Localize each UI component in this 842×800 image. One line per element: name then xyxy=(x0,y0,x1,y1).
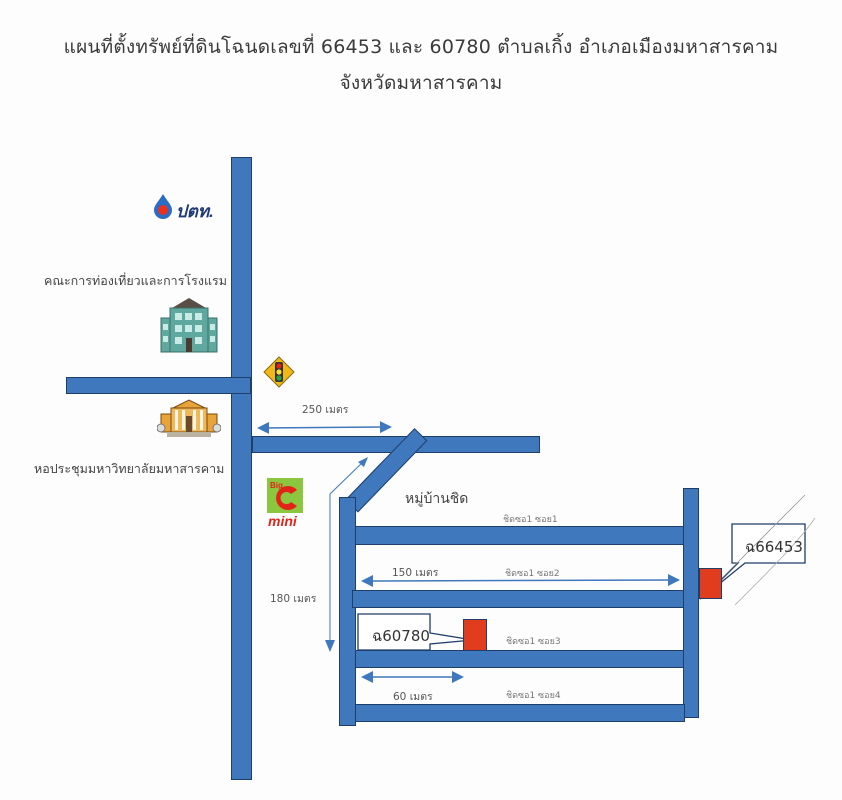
distance-150m-label: 150 เมตร xyxy=(392,567,439,579)
auditorium-icon xyxy=(156,398,222,442)
callout-66453-box xyxy=(707,523,806,594)
bigc-mini-logo-icon: Big xyxy=(267,478,303,517)
ptt-logo-icon xyxy=(152,193,174,223)
soi-2-label: ชิดซอ1 ซอย2 xyxy=(505,569,560,579)
plot-66453 xyxy=(699,568,722,599)
soi-1-road xyxy=(355,526,684,545)
soi-4-road xyxy=(355,704,685,722)
building-icon xyxy=(160,296,218,358)
arrow-250m xyxy=(257,421,392,434)
cross-road-west xyxy=(66,377,251,394)
callout-60780-box xyxy=(357,613,474,651)
village-road-vertical-west xyxy=(339,497,356,726)
auditorium-label: หอประชุมมหาวิทยาลัยมหาสารคาม xyxy=(34,461,225,476)
traffic-light-sign-icon xyxy=(263,356,295,392)
plot-60780 xyxy=(463,619,487,651)
soi-3-label: ชิดซอ1 ซอย3 xyxy=(506,637,561,647)
soi-2-road xyxy=(352,590,684,608)
bigc-mini-text: mini xyxy=(268,513,297,529)
soi-4-label: ชิดซอ1 ซอย4 xyxy=(506,691,561,701)
soi-1-label: ชิดซอ1 ซอย1 xyxy=(503,515,558,525)
svg-text:Big: Big xyxy=(270,481,283,490)
soi-3-road xyxy=(355,650,684,668)
arrow-150m xyxy=(361,574,680,587)
distance-250m-label: 250 เมตร xyxy=(302,404,349,416)
village-label: หมู่บ้านชิด xyxy=(405,491,469,507)
main-road-vertical xyxy=(231,157,252,780)
map-title-line2: จังหวัดมหาสารคาม xyxy=(339,72,503,94)
arrow-180m xyxy=(329,459,366,650)
distance-60m-label: 60 เมตร xyxy=(393,691,433,703)
tourism-faculty-label: คณะการท่องเที่ยวและการโรงแรม xyxy=(44,273,227,288)
deed-label-66453: ฉ66453 xyxy=(745,538,803,556)
ptt-logo-text: ปตท. xyxy=(176,202,214,221)
distance-180m-label: 180 เมตร xyxy=(270,593,317,605)
deed-label-60780: ฉ60780 xyxy=(372,627,430,645)
map-title-line1: แผนที่ตั้งทรัพย์ที่ดินโฉนดเลขที่ 66453 แ… xyxy=(63,36,779,58)
